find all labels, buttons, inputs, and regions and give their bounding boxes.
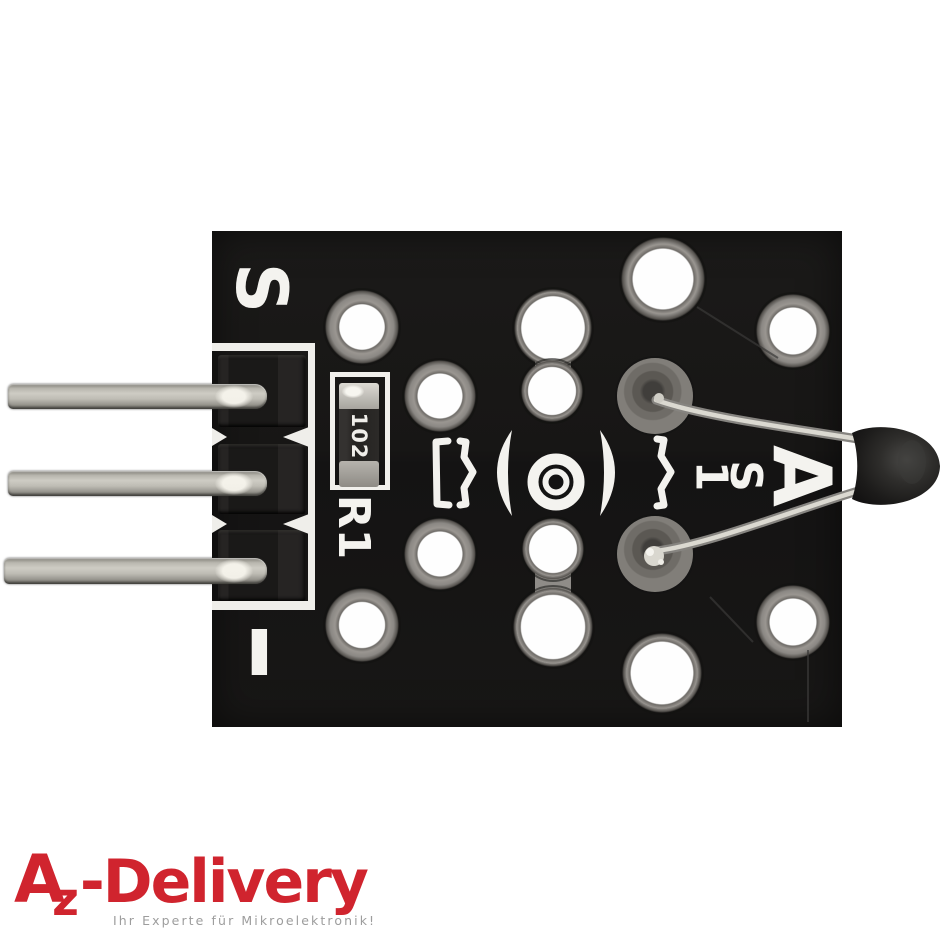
plated-hole [622,633,702,713]
smd-resistor-body [339,409,379,463]
logo-tagline: Ihr Experte für Mikroelektronik! [113,913,377,928]
smd-resistor-cap [339,461,379,487]
smd-resistor-cap [339,383,379,411]
plated-hole [404,518,476,590]
header-pin [8,384,267,409]
brand-logo: A z -Delivery Ihr Experte für Mikroelekt… [14,841,404,928]
resistor-silkscreen-outline [330,372,390,490]
thermistor-body [852,427,940,505]
header-pin [4,558,267,584]
plated-hole [756,585,830,659]
header-pin [8,471,267,496]
silkscreen-label-minus: - [202,620,328,684]
plated-hole [325,588,399,662]
silkscreen-label-analog: A [755,445,848,507]
plated-hole [621,237,705,321]
plated-hole [756,294,830,368]
plated-hole [513,587,593,667]
brand-wordmark: A z -Delivery [14,841,404,926]
silkscreen-label-r1: R1 [328,494,379,560]
solder-joint [617,358,693,434]
plated-hole [514,289,592,367]
logo-letter-z: z [52,872,79,926]
header-silkscreen-outline [212,343,315,610]
plated-hole [325,290,399,364]
plated-hole [404,360,476,432]
silkscreen-label-signal: S [220,262,302,314]
logo-letter-a: A [14,841,66,918]
plated-hole [522,518,584,580]
plated-hole [521,360,583,422]
resistor-code-label: 102 [347,412,372,460]
solder-joint [617,516,693,592]
logo-wordmark-rest: -Delivery [79,847,369,917]
